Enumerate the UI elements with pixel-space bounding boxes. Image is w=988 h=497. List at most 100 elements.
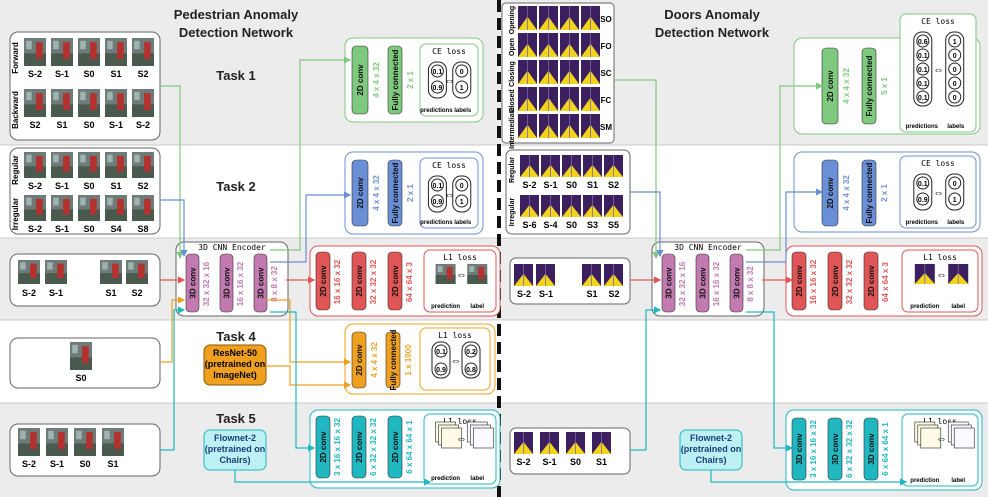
doors-task2-fc-dim: 2 x 1 [880, 184, 889, 202]
doors-task1-fc-dim: 5 x 1 [880, 77, 889, 95]
doors-irregular-label: Irregular [509, 198, 516, 227]
doors-task5-dim: 3 x 16 x 16 x 32 [809, 420, 818, 478]
doors-task1-ce-loss-pred-caption: predictions [906, 124, 939, 130]
doors-task3-l1-loss-pred-caption: prediction [910, 304, 939, 310]
task3-frame [100, 260, 122, 284]
task1-backward-frame-label: S-2 [136, 120, 150, 130]
doors-task2-irregular-frame-label: S0 [566, 220, 577, 230]
doors-task2-regular-frame-label: S2 [608, 180, 619, 190]
encoder-to-task5-arrow [270, 311, 316, 452]
task1-forward-frame-label: S-2 [28, 69, 42, 79]
task2-to-encoder-arrow [160, 199, 188, 258]
doors-task5-dim: 6 x 32 x 32 x 32 [845, 420, 854, 478]
task1-forward-frame [51, 38, 73, 66]
ped-task2-ce-loss-title: CE loss [432, 161, 466, 170]
ped-task5-dim: 3 x 16 x 16 x 32 [333, 418, 342, 476]
backward-label: Backward [11, 91, 20, 129]
ped-encoder-layer [219, 253, 234, 313]
ped-task2-ce-loss-label-cell [455, 194, 469, 208]
doors-state-label: Open [509, 38, 516, 56]
ped-task1-ce-loss-label-vector [452, 61, 472, 99]
doors-state-code: FC [601, 96, 612, 105]
doors-task3-frame [536, 264, 555, 286]
doors-task2-regular-frame-label: S-2 [522, 180, 536, 190]
flownet-text: (pretrained on [205, 444, 266, 454]
ped-task4-pred-cell-value: 0.1 [436, 349, 446, 356]
doors-task2-regular-frame [604, 155, 623, 177]
doors-task2-ce-loss-pred-cell-value: 0.9 [918, 197, 928, 204]
doors-task5-l1-loss-title: L1 loss [923, 417, 957, 426]
task5-frame-label: S0 [79, 459, 90, 469]
doors-encoder-layer-label: 3D conv [699, 267, 708, 299]
ped-task5-layer [387, 415, 403, 479]
ped-task4-fc-dim: 1 x 1000 [404, 344, 413, 376]
ped-task4-label-cell-value: 0.8 [466, 367, 476, 374]
doors-state-frame [581, 114, 600, 138]
doors-encoder-dim: 16 x 16 x 32 [712, 261, 721, 306]
task5-frame [74, 428, 96, 456]
doors-state-frame [539, 114, 558, 138]
ped-encoder-dim: 16 x 16 x 32 [236, 261, 245, 306]
doors-state-frame [560, 33, 579, 57]
doors-task1-ce-loss-pred-cell [916, 62, 930, 76]
doors-state-frame [539, 6, 558, 30]
doors-task5-l1-loss-pred-caption: prediction [910, 478, 939, 484]
ped-task2-fc [387, 159, 403, 227]
regular-label: Regular [11, 155, 20, 185]
doors-task3-l1-loss-label-image [948, 264, 969, 284]
doors-state-frame [560, 6, 579, 30]
ped-task5-layer-label: 2D conv [319, 431, 328, 463]
doors-state-frame [539, 33, 558, 57]
doors-task2-ce-loss-label-cell-value: 0 [953, 181, 957, 188]
doors-task5-frame [566, 432, 585, 454]
compare-icon: ⇔ [936, 269, 947, 281]
encoder-to-task4-arrow [266, 299, 352, 366]
ped-task4-label-cell [464, 362, 478, 376]
doors-state-frame [518, 33, 537, 57]
doors-state-label: Closing [509, 61, 516, 87]
ped-task5-layer [315, 415, 331, 479]
ped-task1-ce-loss-pred-cell [430, 80, 444, 94]
ped-task1-ce-loss-label-cell-value: 0 [460, 69, 464, 76]
resnet50-text: ImageNet) [213, 370, 257, 380]
ped-task2-ce-loss [419, 157, 479, 229]
doors-state-frame [560, 60, 579, 84]
task1-forward-frame [105, 38, 127, 66]
ped-task3-layer-label: 2D conv [391, 265, 400, 297]
resnet50-box [203, 344, 267, 386]
ped-task4-pred-vector [431, 341, 451, 379]
task2-irregular-frame-label: S-1 [55, 224, 69, 234]
doors-encoder-layer-label: 3D conv [733, 267, 742, 299]
doors-task2-regular-frame [541, 155, 560, 177]
task2-regular-frame-label: S2 [137, 181, 148, 191]
ped-task4-label-cell [464, 344, 478, 358]
ped-task2-ce-loss-label-cell-value: 0 [460, 183, 464, 190]
doors-task3-frame [514, 264, 533, 286]
task3-frame [126, 260, 148, 284]
doors-task1-ce-loss-label-cell [948, 76, 962, 90]
doors-task5-frame [592, 432, 611, 454]
task2-irregular-frame [105, 195, 127, 221]
doors-task1-conv-label: 2D conv [826, 70, 835, 102]
doors-task5-dim: 6 x 64 x 64 x 1 [881, 422, 890, 476]
ped-task4-pred-cell [434, 344, 448, 358]
doors-task5-l1-loss-flow-stack [953, 427, 975, 449]
ped-task1-ce-loss-pred-caption: predictions [420, 108, 453, 114]
doors-task2-ce-loss-pred-cell-value: 0.1 [918, 181, 928, 188]
doors-task2-irregular-frame [583, 195, 602, 217]
ped-task3-layer [387, 251, 403, 311]
doors-encoder-to-task1-arrow [746, 82, 824, 251]
ped-task4-l1-loss-title: L1 loss [438, 331, 472, 340]
doors-task5-frame-label: S0 [570, 457, 581, 467]
ped-task4-conv [351, 331, 367, 389]
doors-task3-frame-label: S2 [608, 289, 619, 299]
doors-state-frame [539, 87, 558, 111]
ped-task1-fc-label: Fully connected [391, 49, 400, 110]
doors-state-label: Closed [509, 89, 516, 112]
doors-task2-ce-loss-title: CE loss [921, 159, 955, 168]
ped-task1-ce-loss-label-caption: labels [454, 108, 472, 114]
doors-task3-layer-label: 2D conv [867, 265, 876, 297]
task2-irregular-frame [132, 195, 154, 221]
doors-task1-fc-label: Fully connected [865, 55, 874, 116]
ped-task1-ce-loss-label-cell-value: 1 [460, 85, 464, 92]
